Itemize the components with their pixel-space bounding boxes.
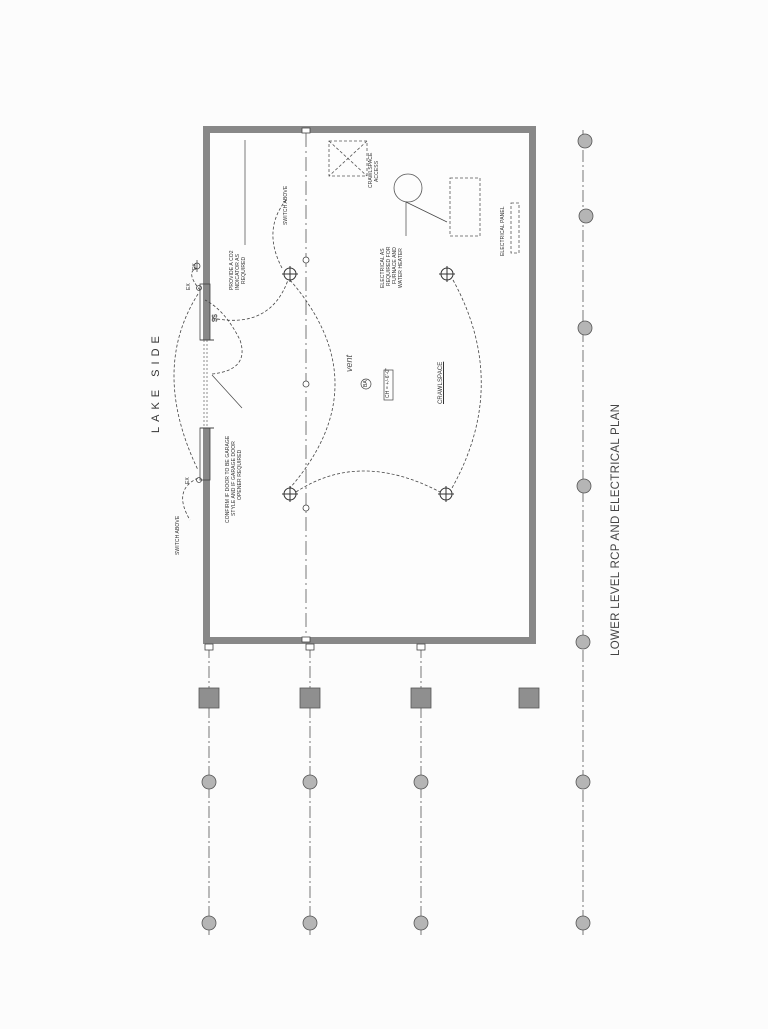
circuit-wiring bbox=[173, 199, 482, 521]
grid-bubbles bbox=[201, 133, 594, 931]
exhaust-tag: EX bbox=[185, 477, 191, 484]
handwritten-note: vent bbox=[344, 354, 354, 372]
sheet-title: LOWER LEVEL RCP AND ELECTRICAL PLAN bbox=[610, 403, 622, 656]
room-label: CRAWLSPACE bbox=[438, 361, 444, 404]
switch-above-note: SWITCH ABOVE bbox=[175, 515, 181, 555]
crawlspace-access-hatch bbox=[328, 140, 368, 177]
access-note-line: ACCESS bbox=[374, 160, 380, 182]
exhaust-tag: EX bbox=[186, 283, 192, 290]
ceiling-light-fixtures bbox=[282, 266, 455, 502]
lake-side-label: LAKE SIDE bbox=[150, 331, 162, 433]
switch-symbol: $$ bbox=[212, 314, 219, 322]
furnace bbox=[449, 177, 481, 237]
leader-line bbox=[211, 374, 243, 409]
water-heater bbox=[393, 173, 423, 203]
ceiling-height-box bbox=[383, 369, 394, 401]
garage-door-opening bbox=[199, 283, 214, 481]
electrical-note-line: WATER HEATER bbox=[398, 248, 404, 288]
electrical-panel-label: ELECTRICAL PANEL bbox=[500, 206, 506, 256]
ceiling-height-tag: CH = +/-6'-0" bbox=[385, 367, 391, 398]
junction-box-markers bbox=[302, 256, 310, 512]
garage-note-line: OPENER REQUIRED bbox=[237, 449, 243, 500]
exhaust-tag: EX bbox=[192, 263, 198, 270]
structural-columns bbox=[198, 687, 540, 709]
wall-switches bbox=[193, 260, 202, 483]
leader-line bbox=[405, 201, 448, 223]
co2-note-line: REQUIRED bbox=[241, 256, 247, 284]
fixture-tag-circle bbox=[360, 378, 372, 390]
fixture-tag: BA bbox=[363, 380, 369, 387]
exterior-wall bbox=[203, 126, 536, 644]
switch-above-note: SWITCH ABOVE bbox=[283, 185, 289, 225]
electrical-panel bbox=[510, 202, 520, 254]
column-bases bbox=[204, 643, 426, 651]
